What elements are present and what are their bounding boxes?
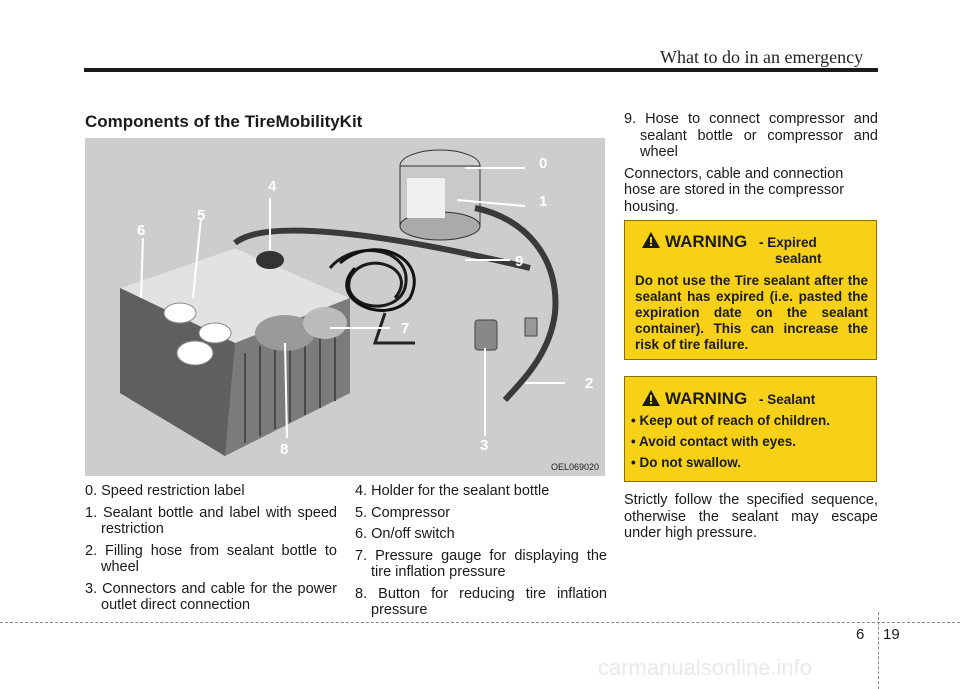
- callout-8: 8: [280, 441, 288, 458]
- warning-subtitle-cont: sealant: [775, 251, 822, 266]
- callout-6: 6: [137, 222, 145, 239]
- sequence-note: Strictly follow the specified sequence, …: [624, 492, 878, 541]
- callout-7: 7: [401, 320, 409, 337]
- list-item: 8. Button for reducing tire inflation pr…: [355, 585, 607, 619]
- callout-4: 4: [268, 178, 277, 195]
- warning-subtitle: - Expired: [759, 235, 817, 250]
- watermark: carmanualsonline.info: [598, 655, 813, 680]
- figure-code: OEL069020: [550, 462, 599, 472]
- page-divider: [878, 612, 879, 689]
- warning-triangle-icon: [642, 232, 660, 248]
- warning-triangle-icon: [642, 390, 660, 406]
- chapter-number: 6: [856, 626, 865, 643]
- list-item: 7. Pressure gauge for displaying the tir…: [355, 547, 607, 581]
- list-item-9: 9. Hose to connect compressor and sealan…: [624, 111, 878, 160]
- callout-3: 3: [480, 437, 488, 454]
- header-rule: [84, 68, 878, 72]
- list-item: 3. Connectors and cable for the power ou…: [85, 580, 337, 614]
- list-item: 4. Holder for the sealant bottle: [355, 483, 550, 499]
- warning-label: WARNING: [665, 389, 748, 408]
- callout-5: 5: [197, 207, 205, 224]
- footer-rule: [0, 622, 960, 623]
- warning-bullet: • Do not swallow.: [631, 455, 741, 470]
- list-item: 2. Filling hose from sealant bottle to w…: [85, 542, 337, 576]
- callout-1: 1: [539, 193, 547, 210]
- list-item: 6. On/off switch: [355, 526, 455, 542]
- storage-note: Connectors, cable and connection hose ar…: [624, 165, 845, 215]
- list-item: 0. Speed restriction label: [85, 483, 245, 499]
- callout-2: 2: [585, 375, 593, 392]
- list-item: 1. Sealant bottle and label with speed r…: [85, 504, 337, 538]
- warning-body: Do not use the Tire sealant after the se…: [635, 273, 868, 352]
- components-list-left: 0. Speed restriction label 1. Sealant bo…: [85, 483, 337, 619]
- warning-subtitle: - Sealant: [759, 392, 816, 407]
- list-item: 5. Compressor: [355, 504, 451, 521]
- warning-label: WARNING: [665, 232, 748, 251]
- tire-kit-figure: 0 1 2 3 4 5 6 7 8 9 OEL069020: [85, 138, 605, 476]
- right-column-top: 9. Hose to connect compressor and sealan…: [624, 111, 878, 215]
- warning-box-expired-sealant: WARNING - Expired sealant Do not use the…: [624, 220, 877, 360]
- warning-bullet: • Keep out of reach of children.: [631, 413, 831, 428]
- components-list-mid: 4. Holder for the sealant bottle 5. Comp…: [355, 483, 607, 624]
- tire-kit-illustration: 0 1 2 3 4 5 6 7 8 9: [120, 149, 593, 458]
- section-title: What to do in an emergency: [660, 47, 864, 67]
- warning-bullet: • Avoid contact with eyes.: [631, 434, 797, 449]
- warning-box-sealant: WARNING - Sealant • Keep out of reach of…: [624, 376, 877, 482]
- callout-0: 0: [539, 155, 547, 172]
- page-number: 19: [883, 626, 900, 643]
- page-heading: Components of the TireMobilityKit: [85, 112, 363, 131]
- callout-9: 9: [515, 253, 523, 270]
